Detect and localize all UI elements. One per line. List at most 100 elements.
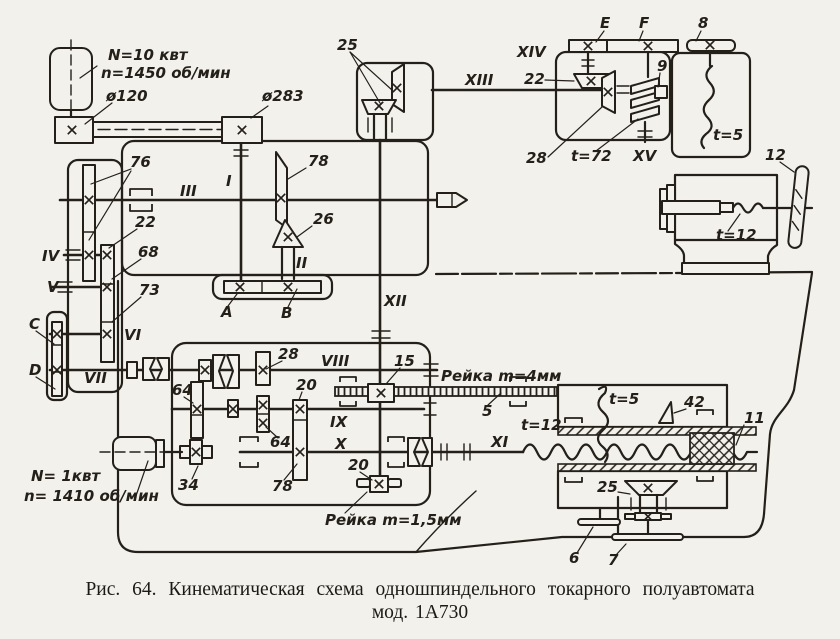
feed-motor-speed: n= 1410 об/мин	[24, 487, 159, 505]
figure-caption: Рис. 64. Кинематическая схема одношпинде…	[0, 578, 840, 624]
shafts	[48, 88, 604, 478]
handle-7-label: 7	[608, 551, 619, 569]
main-motor	[49, 39, 93, 120]
cam-disc-8-label: 8	[698, 14, 708, 32]
bevel-25b-label: 25	[597, 478, 618, 496]
belt-drive	[54, 116, 263, 157]
wedge-42	[658, 401, 674, 424]
gear-76-block	[82, 164, 96, 282]
rack-main-label: Рейка m=4мм	[441, 367, 561, 385]
feed-motor	[99, 436, 184, 471]
variator	[223, 151, 322, 294]
speed-gearbox	[51, 164, 115, 397]
shaft-XI-label: XI	[490, 433, 509, 451]
gear-20a-label: 20	[296, 376, 317, 394]
diagram-labels: N=10 квт n=1450 об/мин ø120 ø283 25 I II…	[24, 14, 786, 569]
gear-73-label: 73	[139, 281, 160, 299]
gear-20b-label: 20	[348, 456, 369, 474]
pulley-large-label: ø283	[261, 87, 304, 105]
feed-gearbox	[126, 188, 558, 507]
nut-11-label: 11	[744, 409, 765, 427]
bevel-28-label: 28	[526, 149, 547, 167]
gear-28f-label: 28	[278, 345, 299, 363]
worm-t72-label: t=72	[571, 147, 612, 165]
feed-motor-power: N= 1квт	[31, 467, 101, 485]
shaft-X-label: X	[334, 435, 348, 453]
drum-E-label: E	[600, 14, 611, 32]
drum-F	[606, 39, 679, 53]
cam-t5-top-label: t=5	[713, 126, 743, 144]
shaft-II-label: II	[296, 254, 308, 272]
guideway-bottom	[557, 463, 757, 472]
gear-64a-label: 64	[172, 381, 193, 399]
caption-line-1: Рис. 64. Кинематическая схема одношпинде…	[85, 579, 755, 600]
drum-F-label: F	[639, 14, 650, 32]
camshaft-unit	[554, 39, 752, 159]
shaft-VIII-label: VIII	[321, 352, 350, 370]
headstock-housing	[45, 139, 430, 402]
shaft-VII-label: VII	[84, 369, 107, 387]
disc-D-label: D	[29, 361, 41, 379]
shaft-XIII-label: XIII	[464, 71, 494, 89]
shaft-XIV-label: XIV	[516, 43, 547, 61]
gear-76-label: 76	[130, 153, 151, 171]
gear-78f-label: 78	[272, 477, 293, 495]
gear-64b-label: 64	[270, 433, 291, 451]
worm-t12-label: t=12	[521, 416, 562, 434]
cone-78	[275, 151, 288, 229]
rack-ref-label: 5	[482, 402, 492, 420]
pulley-bar-AB	[223, 280, 322, 294]
handle-7	[611, 533, 684, 541]
pulley-small-label: ø120	[105, 87, 148, 105]
bevel-22-label: 22	[524, 70, 545, 88]
kinematic-diagram: N=10 квт n=1450 об/мин ø120 ø283 25 I II…	[24, 14, 814, 569]
disc-C-D-block	[51, 321, 63, 397]
leader-lines	[35, 30, 795, 556]
quill	[661, 200, 721, 215]
cam-profile-t5	[700, 64, 715, 150]
handle-6	[577, 518, 621, 526]
gear-34-label: 34	[178, 476, 199, 494]
tailstock	[659, 165, 814, 275]
tail-screw-label: t=12	[716, 226, 757, 244]
disc-C-label: C	[29, 315, 40, 333]
gear-68-label: 68	[138, 243, 159, 261]
tail-screw-t12	[731, 202, 765, 214]
caption-line-2: мод. 1А730	[371, 602, 469, 623]
wedge-42-label: 42	[683, 393, 705, 411]
spindle-nose	[436, 192, 468, 208]
shaft-IV-label: IV	[42, 247, 61, 265]
variator-box	[211, 273, 334, 301]
handwheel-12-label: 12	[765, 146, 786, 164]
shaft-XII-label: XII	[383, 292, 407, 310]
cone-78-label: 78	[308, 152, 329, 170]
carriage-apron	[407, 383, 759, 541]
guideway-top	[557, 426, 757, 436]
shaft-VI-label: VI	[124, 326, 142, 344]
gear-15-label: 15	[394, 352, 415, 370]
bevel-25-bottom	[624, 480, 678, 496]
pulley-120	[54, 116, 94, 144]
main-motor-power: N=10 квт	[108, 46, 189, 64]
shaft-XV-label: XV	[632, 147, 658, 165]
follower-9-label: 9	[657, 57, 667, 75]
main-motor-speed: n=1450 об/мин	[101, 64, 231, 82]
pulley-B-label: B	[281, 304, 292, 322]
pulley-A-label: A	[220, 303, 233, 321]
gear-22-68-73-block	[100, 244, 115, 363]
bevel-gearbox-top	[349, 51, 435, 142]
gear-22-label: 22	[135, 213, 156, 231]
handwheel	[787, 165, 810, 249]
shaft-I-label: I	[226, 172, 232, 190]
tailstock-base	[681, 262, 770, 275]
shaft-V-label: V	[47, 278, 60, 296]
follower-9	[654, 85, 668, 99]
shaft-III-label: III	[180, 182, 197, 200]
handle-6-label: 6	[569, 549, 579, 567]
rack-small-label: Рейка m=1,5мм	[325, 511, 462, 529]
cam-t5-bottom-label: t=5	[609, 390, 639, 408]
shaft-IX-label: IX	[330, 413, 349, 431]
cam-t5	[596, 385, 610, 464]
bevel-25-label: 25	[337, 36, 358, 54]
